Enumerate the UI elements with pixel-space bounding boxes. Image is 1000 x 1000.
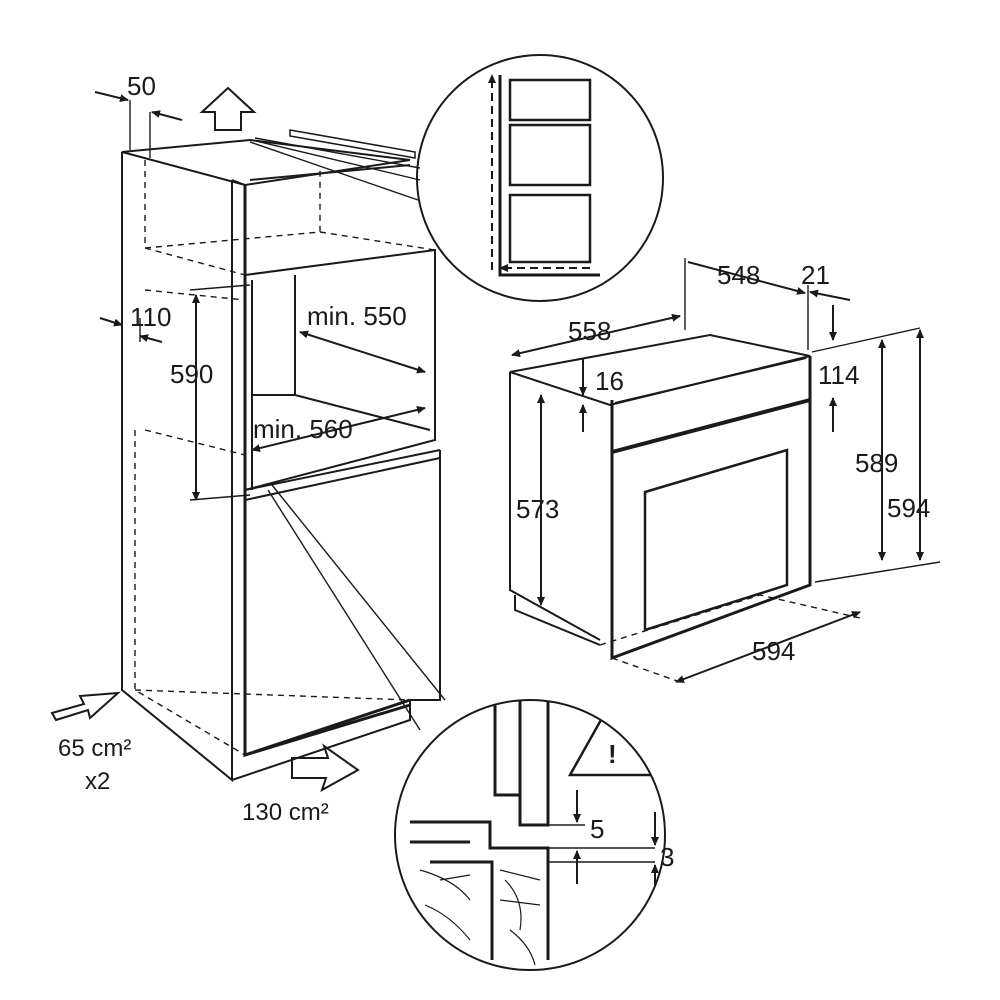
vent-bottom-count: x2 bbox=[85, 768, 110, 795]
cabinet-dimensions bbox=[94, 91, 426, 501]
oven-drawing bbox=[509, 333, 861, 683]
warning-symbol: ! bbox=[608, 739, 617, 769]
dim-top-offset: 16 bbox=[595, 366, 624, 396]
oven-front-face bbox=[610, 356, 812, 661]
vent-bottom-area: 65 cm² bbox=[58, 735, 131, 762]
cabinet-oven-opening bbox=[244, 248, 436, 491]
dim-total-height: 594 bbox=[887, 493, 930, 523]
dim-width-body: 558 bbox=[568, 316, 611, 346]
front-vent-arrow-icon bbox=[291, 743, 360, 793]
oven-side-face bbox=[509, 372, 601, 641]
dim-width-min: min. 560 bbox=[253, 414, 353, 444]
vent-front-area: 130 cm² bbox=[242, 799, 329, 826]
oven-dimensions bbox=[511, 258, 941, 683]
dim-total-width: 594 bbox=[752, 636, 795, 666]
vent-arrow-icon bbox=[50, 86, 360, 793]
dim-depth-min: min. 550 bbox=[307, 301, 407, 331]
dim-door-gap: 114 bbox=[818, 360, 859, 390]
dim-front-height: 589 bbox=[855, 448, 898, 478]
dim-step: 3 bbox=[660, 842, 674, 872]
top-detail-callout bbox=[249, 54, 664, 302]
bottom-vent-arrow-icon bbox=[50, 691, 121, 722]
dim-side: 110 bbox=[130, 302, 171, 332]
dim-gap: 5 bbox=[590, 814, 604, 844]
dim-top-gap: 50 bbox=[127, 71, 156, 101]
dim-body-height: 573 bbox=[516, 494, 559, 524]
oven-labels: 548 21 558 16 114 573 589 594 594 bbox=[516, 260, 930, 666]
oven-control-panel-edge bbox=[611, 398, 811, 454]
cabinet-drawing bbox=[121, 129, 441, 783]
cabinet-left-panel bbox=[121, 152, 233, 783]
dim-front-panel: 21 bbox=[801, 260, 830, 290]
dim-height: 590 bbox=[170, 359, 213, 389]
oven-door-window bbox=[643, 448, 789, 632]
top-vent-strip bbox=[289, 129, 416, 159]
cabinet-labels: 50 110 590 min. 550 min. 560 65 cm² x2 1… bbox=[58, 71, 407, 826]
cabinet-right-post bbox=[410, 450, 441, 701]
dim-depth-body: 548 bbox=[717, 260, 760, 290]
bottom-detail-callout: ! 5 3 bbox=[267, 484, 674, 971]
cabinet-top bbox=[121, 138, 411, 187]
up-arrow-icon bbox=[199, 86, 257, 131]
